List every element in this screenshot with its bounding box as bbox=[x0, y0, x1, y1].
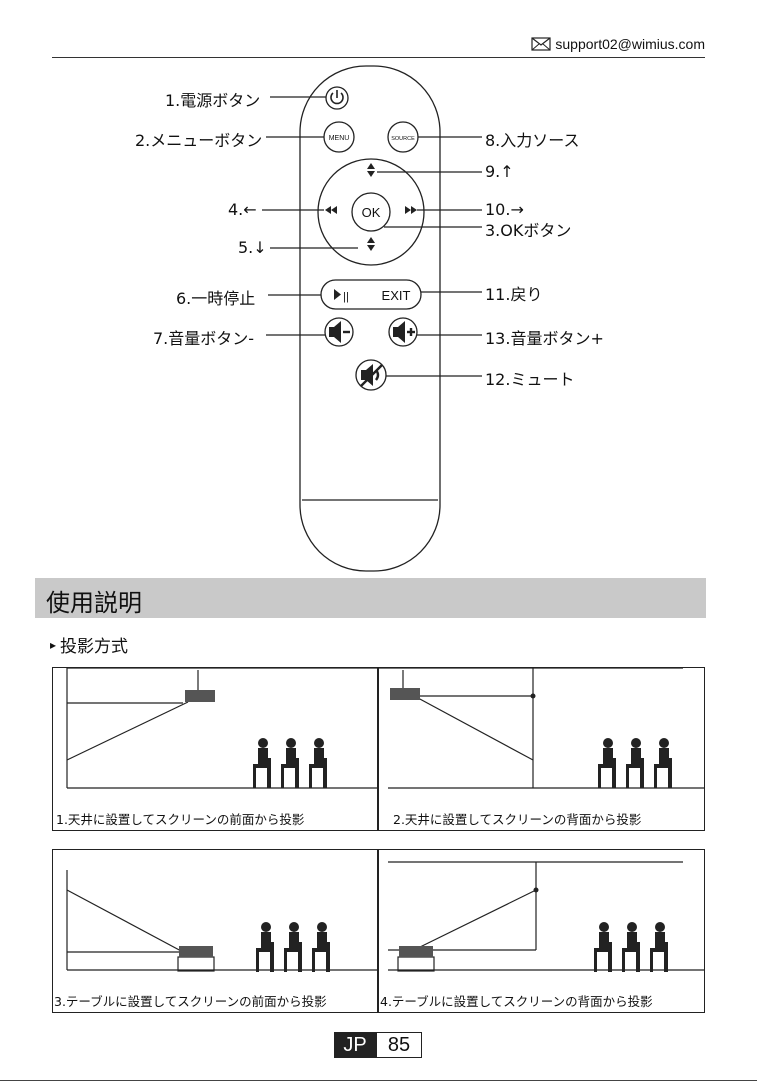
triangle-bullet-icon: ▸ bbox=[50, 638, 56, 652]
page-number: 85 bbox=[376, 1032, 422, 1058]
page-lang: JP bbox=[334, 1032, 376, 1058]
label-vol-up: 13.音量ボタン+ bbox=[485, 325, 604, 349]
caption-1: 1.天井に設置してスクリーンの前面から投影 bbox=[56, 809, 304, 828]
label-mute: 12.ミュート bbox=[485, 366, 574, 390]
menu-button-text: MENU bbox=[329, 135, 350, 142]
subsection-title: ▸ 投影方式 bbox=[50, 632, 128, 657]
remote-illustration: MENU SOURCE OK EXIT || bbox=[0, 60, 757, 580]
label-ok: 3.OKボタン bbox=[485, 217, 571, 241]
caption-2: 2.天井に設置してスクリーンの背面から投影 bbox=[393, 809, 641, 828]
support-email: support02@wimius.com bbox=[531, 36, 705, 52]
section-title: 使用説明 bbox=[46, 583, 142, 618]
subsection-text: 投影方式 bbox=[60, 632, 128, 657]
source-button-text: SOURCE bbox=[391, 136, 415, 142]
label-left: 4.← bbox=[228, 200, 257, 219]
footer-rule bbox=[0, 1080, 757, 1081]
envelope-icon bbox=[531, 37, 551, 51]
label-down: 5.↓ bbox=[238, 238, 267, 257]
label-pause: 6.一時停止 bbox=[176, 285, 255, 309]
email-text: support02@wimius.com bbox=[555, 36, 705, 52]
label-up: 9.↑ bbox=[485, 162, 514, 181]
header-rule bbox=[52, 57, 705, 58]
page-badge: JP 85 bbox=[334, 1032, 422, 1058]
remote-body bbox=[300, 66, 440, 571]
label-vol-down: 7.音量ボタン- bbox=[153, 325, 254, 349]
caption-4: 4.テーブルに設置してスクリーンの背面から投影 bbox=[380, 991, 653, 1010]
label-back: 11.戻り bbox=[485, 281, 542, 305]
diagram-ceiling-rear: 2.天井に設置してスクリーンの背面から投影 bbox=[377, 667, 705, 831]
diagram-ceiling-front: 1.天井に設置してスクリーンの前面から投影 bbox=[52, 667, 379, 831]
label-power: 1.電源ボタン bbox=[165, 87, 260, 111]
diagram-table-rear: 4.テーブルに設置してスクリーンの背面から投影 bbox=[377, 849, 705, 1013]
caption-3: 3.テーブルに設置してスクリーンの前面から投影 bbox=[54, 991, 327, 1010]
pause-bars-text: || bbox=[343, 291, 349, 303]
ok-button-text: OK bbox=[362, 205, 381, 220]
diagram-table-front: 3.テーブルに設置してスクリーンの前面から投影 bbox=[52, 849, 379, 1013]
exit-button-text: EXIT bbox=[382, 288, 411, 303]
label-source: 8.入力ソース bbox=[485, 127, 579, 151]
label-menu: 2.メニューボタン bbox=[135, 127, 262, 151]
